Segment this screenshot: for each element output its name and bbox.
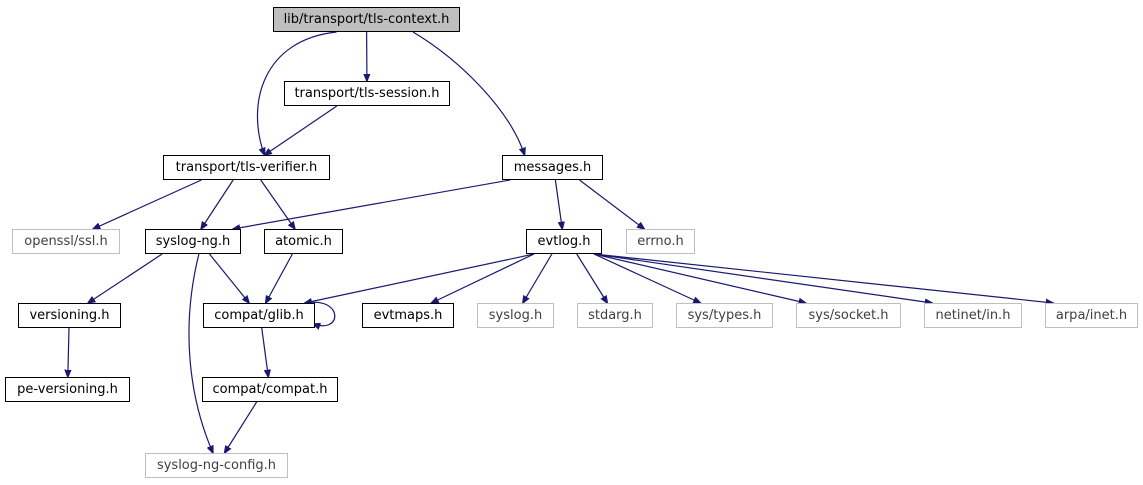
node-sys-socket: sys/socket.h [796, 303, 901, 328]
edge-atomic-to-compat-glib [266, 253, 293, 303]
edge-compat-glib-to-compat-glib [306, 301, 336, 325]
edge-evtlog-to-sys-socket [593, 253, 806, 303]
edge-tls-verifier-to-openssl-ssl [93, 179, 202, 229]
edge-tls-context-to-messages [412, 31, 525, 155]
node-compat-glib[interactable]: compat/glib.h [203, 303, 315, 328]
node-netinet-in: netinet/in.h [924, 303, 1022, 328]
edge-evtlog-to-stdarg [576, 253, 608, 303]
edge-syslog-ng-to-syslog-ng-config [188, 253, 213, 453]
edge-messages-to-syslog-ng [233, 179, 511, 229]
node-sys-types: sys/types.h [676, 303, 773, 328]
edge-syslog-ng-to-versioning [88, 253, 163, 303]
node-syslog: syslog.h [477, 303, 554, 328]
edge-syslog-ng-to-compat-glib [209, 253, 250, 303]
node-stdarg: stdarg.h [577, 303, 653, 328]
node-arpa-inet: arpa/inet.h [1045, 303, 1138, 328]
edge-tls-context-to-tls-verifier [256, 31, 337, 155]
node-evtlog[interactable]: evtlog.h [526, 229, 602, 254]
edge-tls-verifier-to-atomic [260, 179, 295, 229]
node-syslog-ng[interactable]: syslog-ng.h [145, 229, 241, 254]
node-versioning[interactable]: versioning.h [18, 303, 121, 328]
edge-tls-session-to-tls-verifier [265, 105, 338, 155]
node-evtmaps[interactable]: evtmaps.h [362, 303, 454, 328]
edge-versioning-to-pe-versioning [68, 327, 69, 377]
edge-evtlog-to-sys-types [593, 253, 700, 303]
node-pe-versioning[interactable]: pe-versioning.h [5, 377, 130, 402]
node-compat-compat[interactable]: compat/compat.h [202, 377, 338, 402]
edge-messages-to-errno [579, 179, 645, 229]
edge-compat-glib-to-compat-compat [261, 327, 269, 377]
node-tls-session[interactable]: transport/tls-session.h [284, 81, 450, 106]
node-errno: errno.h [626, 229, 695, 254]
edge-evtlog-to-syslog [523, 253, 553, 303]
node-messages[interactable]: messages.h [502, 155, 603, 180]
edge-evtlog-to-netinet-in [593, 253, 932, 303]
edge-evtlog-to-evtmaps [431, 253, 535, 303]
edge-evtlog-to-arpa-inet [593, 253, 1053, 303]
node-syslog-ng-config: syslog-ng-config.h [145, 453, 288, 478]
node-tls-context[interactable]: lib/transport/tls-context.h [273, 7, 460, 32]
edge-tls-verifier-to-syslog-ng [201, 179, 234, 229]
edge-compat-compat-to-syslog-ng-config [225, 401, 258, 453]
node-tls-verifier[interactable]: transport/tls-verifier.h [163, 155, 330, 180]
edge-messages-to-evtlog [554, 179, 562, 229]
edge-evtlog-to-compat-glib [305, 253, 535, 303]
node-openssl-ssl: openssl/ssl.h [12, 229, 120, 254]
node-atomic[interactable]: atomic.h [264, 229, 343, 254]
